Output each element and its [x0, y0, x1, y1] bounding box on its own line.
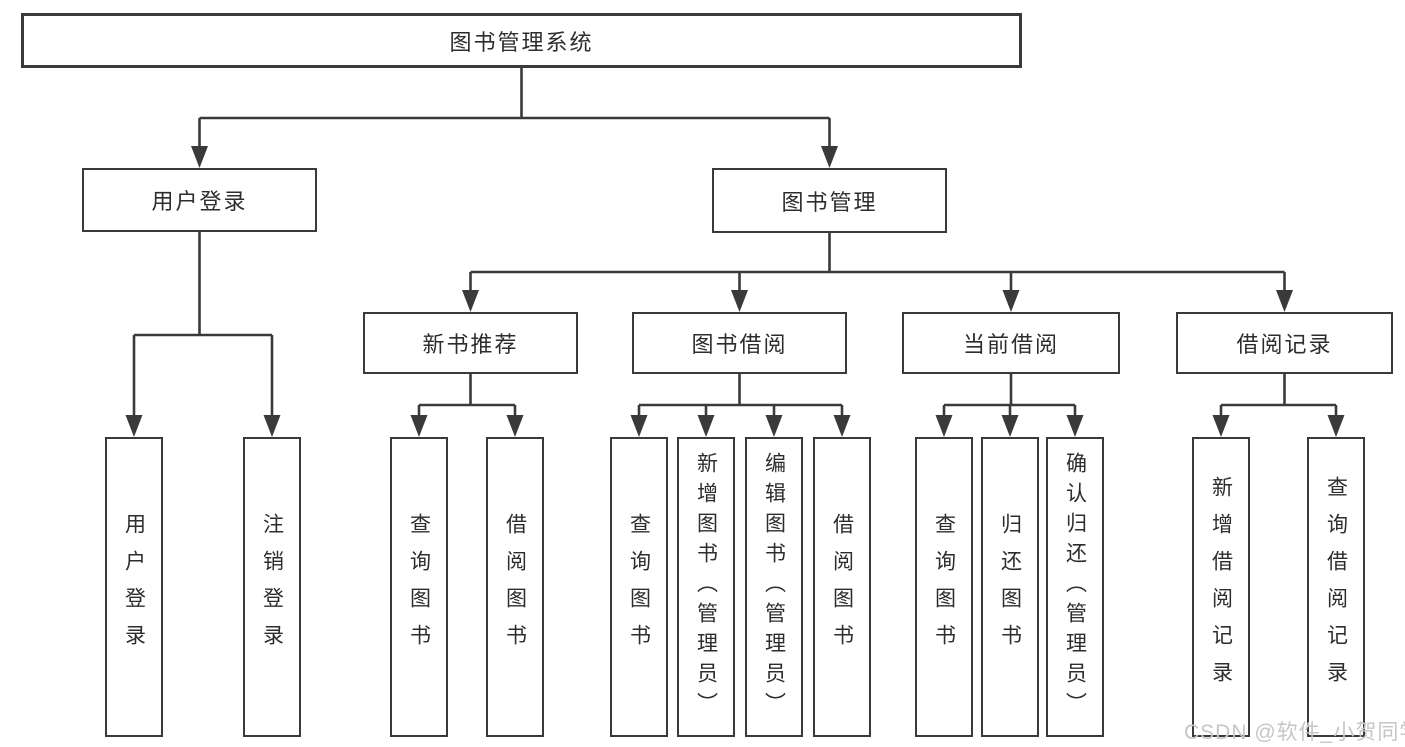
arrow-icon: [1001, 415, 1019, 437]
leaf-confirm-return-admin: 确认归还（管理员）: [1046, 437, 1104, 737]
arrow-icon: [1212, 415, 1230, 437]
leaf-edit-book-admin: 编辑图书（管理员）: [745, 437, 803, 737]
leaf-query-books-current: 查询图书: [915, 437, 973, 737]
arrow-icon: [630, 415, 648, 437]
node-book-borrowing: 图书借阅: [632, 312, 847, 374]
arrow-icon: [506, 415, 524, 437]
arrow-icon: [263, 415, 281, 437]
leaf-query-borrow-record: 查询借阅记录: [1307, 437, 1365, 737]
arrow-icon: [833, 415, 851, 437]
arrow-icon: [821, 146, 838, 168]
leaf-label: 用户登录: [122, 513, 146, 661]
leaf-label: 新增图书（管理员）: [694, 452, 718, 722]
node-new-book-recommendation: 新书推荐: [363, 312, 578, 374]
arrow-icon: [765, 415, 783, 437]
leaf-borrow-books-recommend: 借阅图书: [486, 437, 544, 737]
leaf-label: 借阅图书: [830, 513, 854, 661]
leaf-label: 编辑图书（管理员）: [762, 452, 786, 722]
arrow-icon: [935, 415, 953, 437]
node-borrowing-records: 借阅记录: [1176, 312, 1393, 374]
arrow-icon: [1002, 290, 1020, 312]
arrow-icon: [697, 415, 715, 437]
leaf-label: 查询图书: [932, 513, 956, 661]
watermark: CSDN @软件_小贺同学: [1184, 721, 1405, 744]
leaf-label: 归还图书: [998, 513, 1022, 661]
leaf-query-books-borrow: 查询图书: [610, 437, 668, 737]
node-system-root: 图书管理系统: [21, 13, 1022, 68]
leaf-label: 查询图书: [627, 513, 651, 661]
leaf-label: 注销登录: [260, 513, 284, 661]
leaf-label: 新增借阅记录: [1209, 476, 1233, 698]
leaf-label: 查询图书: [407, 513, 431, 661]
leaf-label: 查询借阅记录: [1324, 476, 1348, 698]
arrow-icon: [410, 415, 428, 437]
node-book-management: 图书管理: [712, 168, 947, 233]
leaf-label: 确认归还（管理员）: [1063, 452, 1087, 722]
arrow-icon: [462, 290, 479, 312]
arrow-icon: [125, 415, 143, 437]
leaf-return-book: 归还图书: [981, 437, 1039, 737]
arrow-icon: [731, 290, 748, 312]
arrow-icon: [1276, 290, 1293, 312]
leaf-add-borrow-record: 新增借阅记录: [1192, 437, 1250, 737]
tree-connector-lines: [132, 68, 1338, 419]
node-user-login: 用户登录: [82, 168, 317, 232]
leaf-borrow-books: 借阅图书: [813, 437, 871, 737]
leaf-label: 借阅图书: [503, 513, 527, 661]
arrowheads: [125, 146, 1345, 437]
leaf-logout: 注销登录: [243, 437, 301, 737]
leaf-add-book-admin: 新增图书（管理员）: [677, 437, 735, 737]
leaf-user-login: 用户登录: [105, 437, 163, 737]
arrow-icon: [1066, 415, 1084, 437]
arrow-icon: [1327, 415, 1345, 437]
arrow-icon: [191, 146, 208, 168]
leaf-query-books-recommend: 查询图书: [390, 437, 448, 737]
node-current-borrowing: 当前借阅: [902, 312, 1120, 374]
